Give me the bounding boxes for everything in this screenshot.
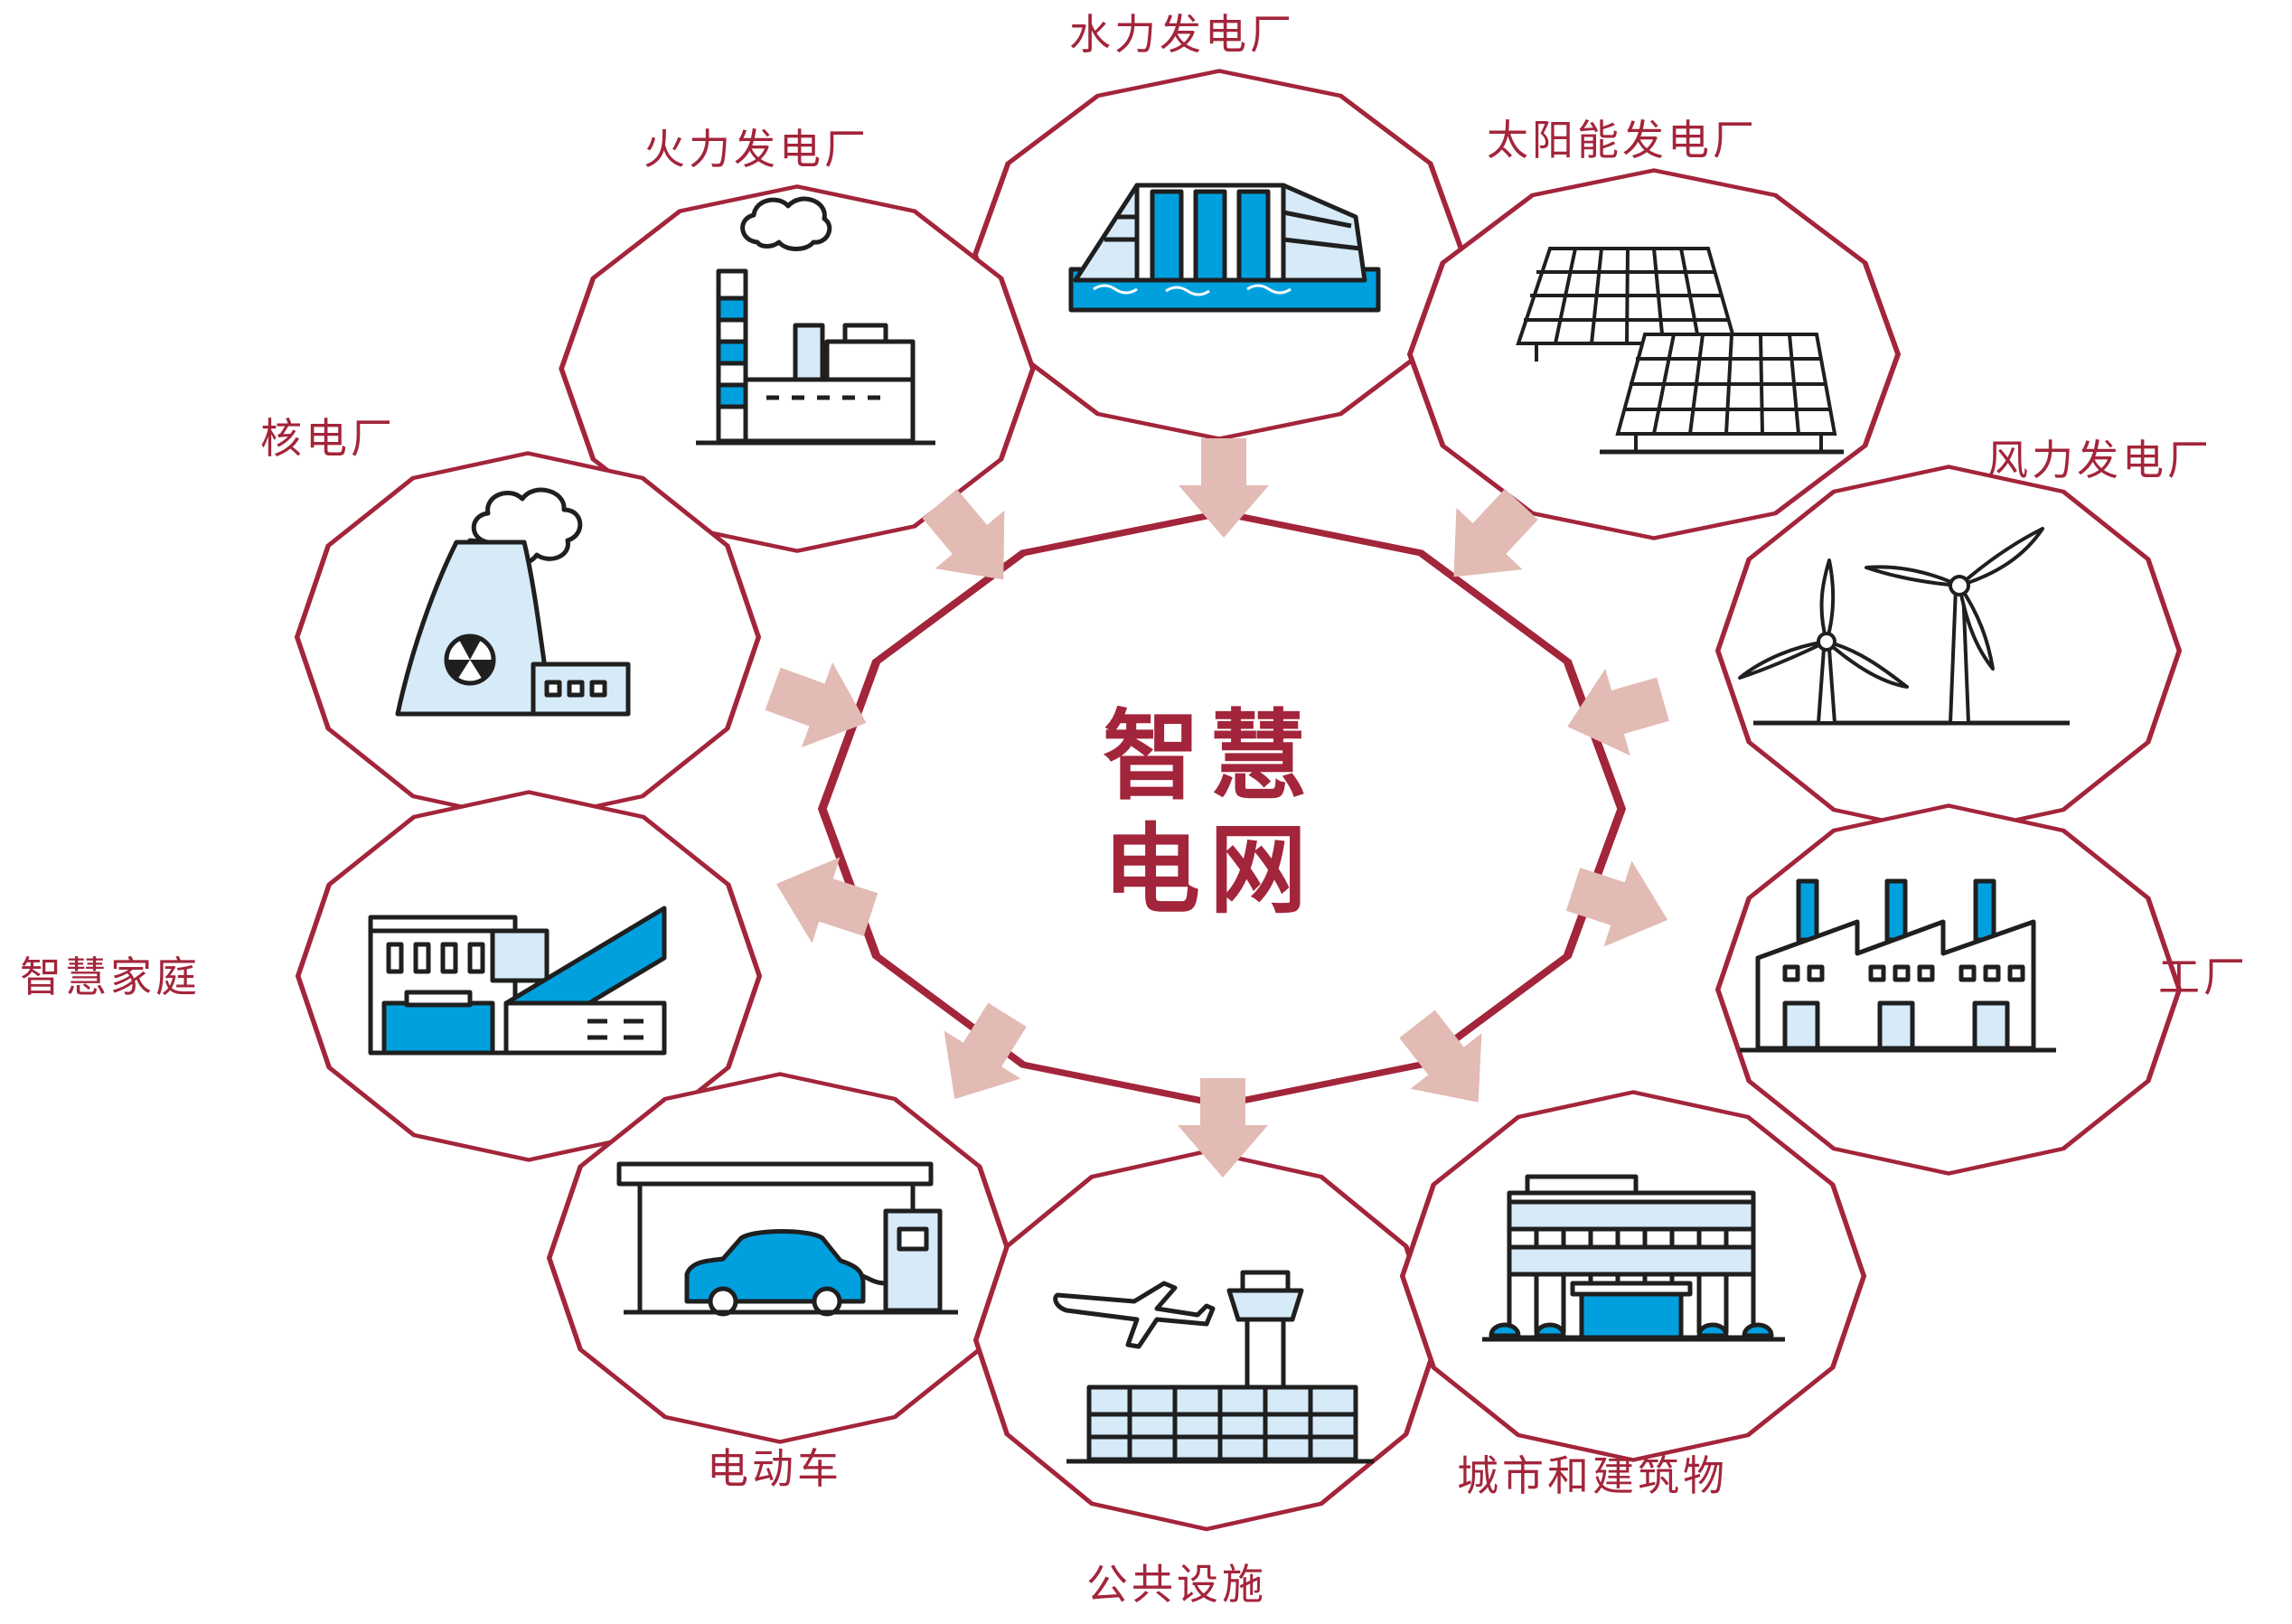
label-wind: 风力发电厂 [1987,436,2212,484]
label-thermal: 火力发电厂 [643,125,869,174]
label-factory: 工厂 [2158,953,2249,1001]
label-city: 城市和建筑物 [1457,1451,1728,1500]
wind-turbine-icon [1738,527,2070,726]
cooling-tower-icon [395,487,631,717]
label-nuclear: 核电厂 [260,414,396,463]
smokestack-factory-icon [696,196,935,446]
dam-icon [1068,183,1381,313]
label-solar: 太阳能发电厂 [1487,116,1758,164]
office-building-icon [1482,1174,1785,1342]
airport-tower-icon [1053,1270,1374,1464]
factory-icon [1740,878,2056,1053]
label-home: 智慧家庭 [20,953,201,1001]
center-title-line2: 电网 [1103,814,1317,927]
house-icon [368,906,667,1056]
label-ev: 电动车 [707,1444,842,1493]
label-hydro: 水力发电厂 [1069,10,1295,59]
node-public [976,1151,1438,1529]
center-title-line1: 智慧 [1103,700,1317,813]
ev-charging-icon [616,1161,958,1317]
label-public: 公共设施 [1086,1560,1267,1609]
solar-panel-icon [1516,247,1844,455]
